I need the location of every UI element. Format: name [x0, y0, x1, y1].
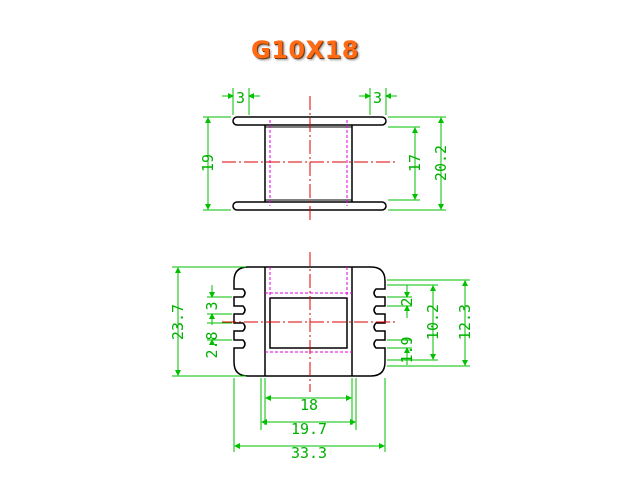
dim-front-bottom-c: 33.3 — [291, 444, 327, 462]
dim-front-bottom-a: 18 — [300, 396, 318, 414]
dim-front-slot: 2.8 — [203, 331, 221, 358]
dim-front-height: 23.7 — [169, 304, 187, 340]
dim-front-slot-pitch: 3 — [203, 301, 221, 310]
dim-top-height: 19 — [199, 154, 217, 172]
front-window — [269, 297, 348, 349]
dim-top-flange-right: 3 — [373, 89, 382, 107]
top-view: 3 3 19 17 20.2 — [199, 88, 450, 222]
dim-top-overall: 20.2 — [432, 145, 450, 181]
dim-front-right-c: 12.3 — [456, 304, 474, 340]
dim-front-bottom-b: 19.7 — [291, 420, 327, 438]
front-view: 23.7 3 2.8 2 1.9 10.2 12.3 18 19.7 33.3 — [169, 252, 474, 462]
part-title: G10X18 — [251, 36, 359, 64]
dim-top-inner: 17 — [406, 154, 424, 172]
dim-front-right-slot: 2 — [398, 297, 416, 306]
dim-front-right-a: 1.9 — [398, 336, 416, 363]
dim-front-right-b: 10.2 — [424, 304, 442, 340]
front-outline — [233, 266, 386, 377]
dim-top-flange-left: 3 — [236, 89, 245, 107]
